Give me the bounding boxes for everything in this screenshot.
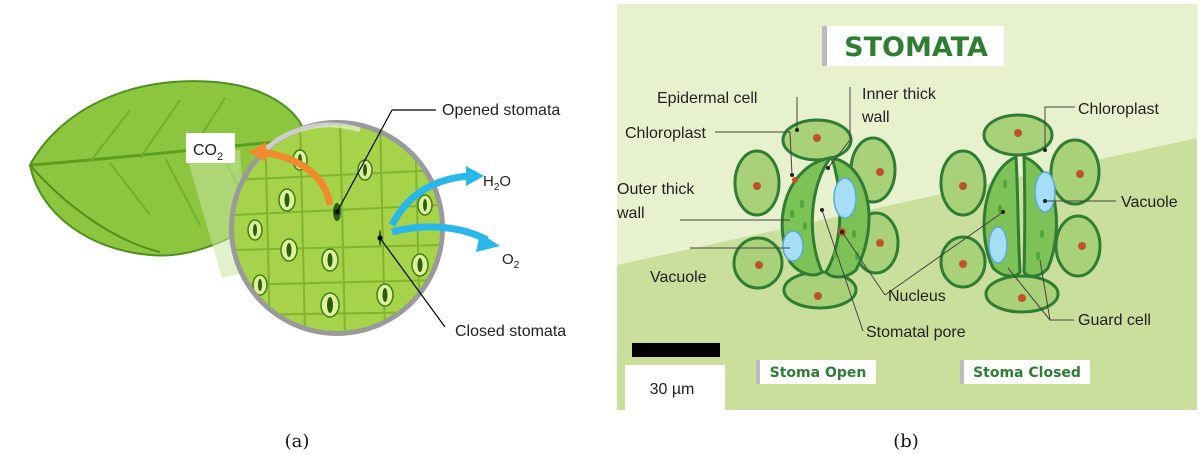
- caption-a: (a): [285, 431, 310, 452]
- title-box: [822, 26, 1004, 66]
- stomatal-pore-label: Stomatal pore: [866, 324, 966, 341]
- title: STOMATA: [844, 32, 988, 63]
- co2-arrowhead: [248, 142, 266, 162]
- stoma-closed-badge: [960, 360, 1090, 384]
- epidermal-cell-label: Epidermal cell: [657, 90, 757, 107]
- guard-cell-label: Guard cell: [1078, 312, 1151, 329]
- h2o-arrowhead: [466, 166, 484, 186]
- outer-thick-wall-label-line1: Outer thick: [617, 181, 695, 198]
- h2o-label: H2O: [483, 173, 511, 193]
- stoma-closed-badge-text: Stoma Closed: [973, 365, 1081, 381]
- closed-leader: [379, 237, 446, 328]
- h2o-arrow: [388, 172, 471, 227]
- chloroplast-right-label: Chloroplast: [1078, 101, 1159, 118]
- o2-label: O2: [502, 251, 520, 271]
- vacuole-left-label: Vacuole: [650, 269, 707, 286]
- caption-b: (b): [893, 431, 919, 452]
- panel-b: STOMATA: [616, 4, 1197, 452]
- co2-arrow: [261, 148, 334, 206]
- panel-a: CO2 Opened stomata Closed stomata H2O O2…: [28, 80, 566, 452]
- closed-stomata-label: Closed stomata: [455, 323, 566, 340]
- inner-thick-wall-label-line1: Inner thick: [862, 86, 937, 103]
- stoma-open-badge-text: Stoma Open: [770, 365, 867, 381]
- opened-leader: [336, 109, 393, 213]
- co2-box: [186, 133, 235, 163]
- nucleus-label: Nucleus: [888, 288, 946, 305]
- inner-thick-wall-label-line2: wall: [861, 109, 890, 126]
- outer-thick-wall-label-line2: wall: [616, 205, 645, 222]
- chloroplast-left-label: Chloroplast: [625, 125, 706, 142]
- o2-arrowhead: [476, 233, 500, 252]
- stoma-open-badge: [756, 360, 876, 384]
- scale-box: [625, 365, 725, 410]
- vacuole-right-label: Vacuole: [1121, 194, 1178, 211]
- panel-b-leaders: [680, 87, 1116, 332]
- scale-bar: [632, 343, 720, 357]
- scale-label: 30 µm: [650, 381, 695, 398]
- co2-label: CO2: [193, 142, 223, 163]
- opened-stomata-label: Opened stomata: [442, 102, 560, 119]
